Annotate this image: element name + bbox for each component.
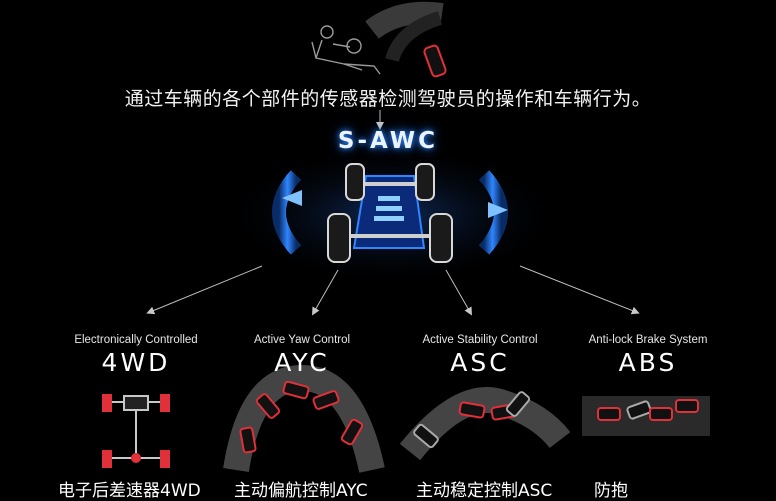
car-turning-icon (365, 1, 447, 78)
left-arrow-icon (282, 190, 302, 206)
system-abbr-abs: ABS (618, 348, 678, 377)
driver-icon (311, 25, 381, 75)
system-title: S-AWC (337, 128, 439, 154)
right-arrow-icon (488, 202, 508, 218)
stability-cars-icon (399, 387, 571, 461)
system-abbr-4wd: 4WD (101, 348, 171, 377)
brake-cars-icon (582, 396, 710, 436)
system-abbr-ayc: AYC (274, 348, 330, 377)
system-subtitle-abs: Anti-lock Brake System (588, 334, 708, 346)
system-caption-ayc: 主动偏航控制AYC (234, 481, 368, 501)
system-caption-4wd: 电子后差速器4WD (58, 481, 201, 501)
system-caption-abs: 防抱 (594, 481, 628, 501)
system-subtitle-asc: Active Stability Control (422, 334, 538, 346)
left-arc (272, 170, 302, 255)
system-abbr-asc: ASC (450, 348, 510, 377)
connector-lines (146, 265, 640, 316)
system-caption-asc: 主动稳定控制ASC (416, 481, 553, 501)
system-subtitle-4wd: Electronically Controlled (74, 334, 198, 346)
drivetrain-icon (102, 394, 170, 468)
yaw-cars-icon (223, 365, 385, 473)
description-sentence: 通过车辆的各个部件的传感器检测驾驶员的操作和车辆行为。 (124, 88, 652, 110)
chassis-icon (327, 163, 453, 263)
system-subtitle-ayc: Active Yaw Control (253, 334, 351, 346)
